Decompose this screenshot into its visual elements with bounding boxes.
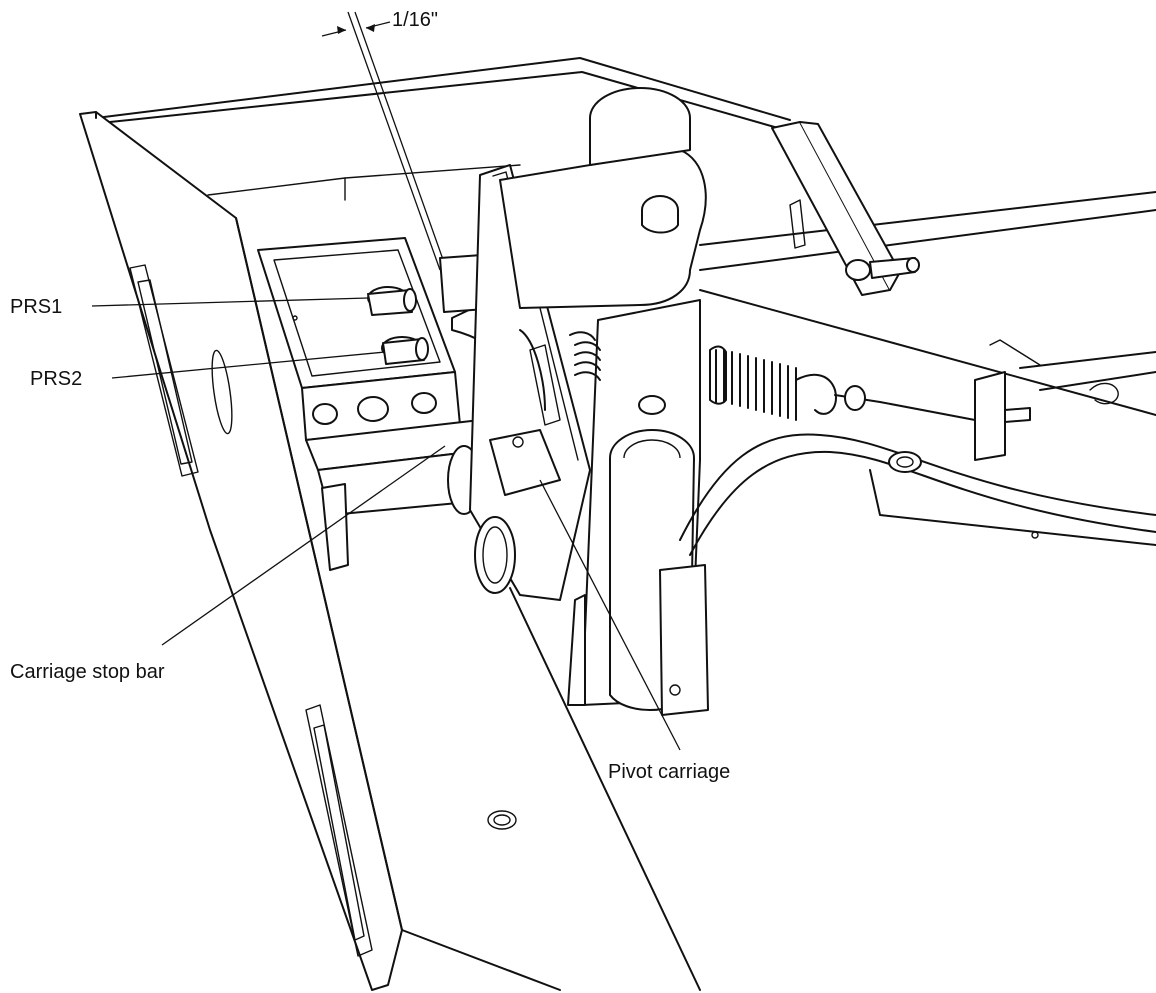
- right-bracket: [771, 121, 1041, 461]
- side-rails: [699, 191, 1156, 416]
- left-side-plate: [79, 111, 403, 991]
- prs2-label: PRS2: [30, 368, 82, 390]
- leader-lines: [91, 297, 681, 751]
- base-plate: [401, 587, 701, 991]
- pivot-carriage-label: Pivot carriage: [608, 761, 730, 783]
- pivot-carriage: [469, 164, 591, 601]
- sensor-housing: [257, 237, 461, 441]
- back-tray: [95, 57, 791, 201]
- curved-arm: [679, 382, 1156, 556]
- pivot-hub: [499, 87, 707, 309]
- pivot-post: [567, 299, 709, 716]
- dimension-label: 1/16": [392, 9, 438, 31]
- carriage-stop-bar-label: Carriage stop bar: [10, 661, 165, 683]
- prs1-label: PRS1: [10, 296, 62, 318]
- extension-springs: [569, 331, 976, 421]
- carriage-stop-bar: [305, 419, 491, 571]
- dimension-lines: [321, 11, 447, 271]
